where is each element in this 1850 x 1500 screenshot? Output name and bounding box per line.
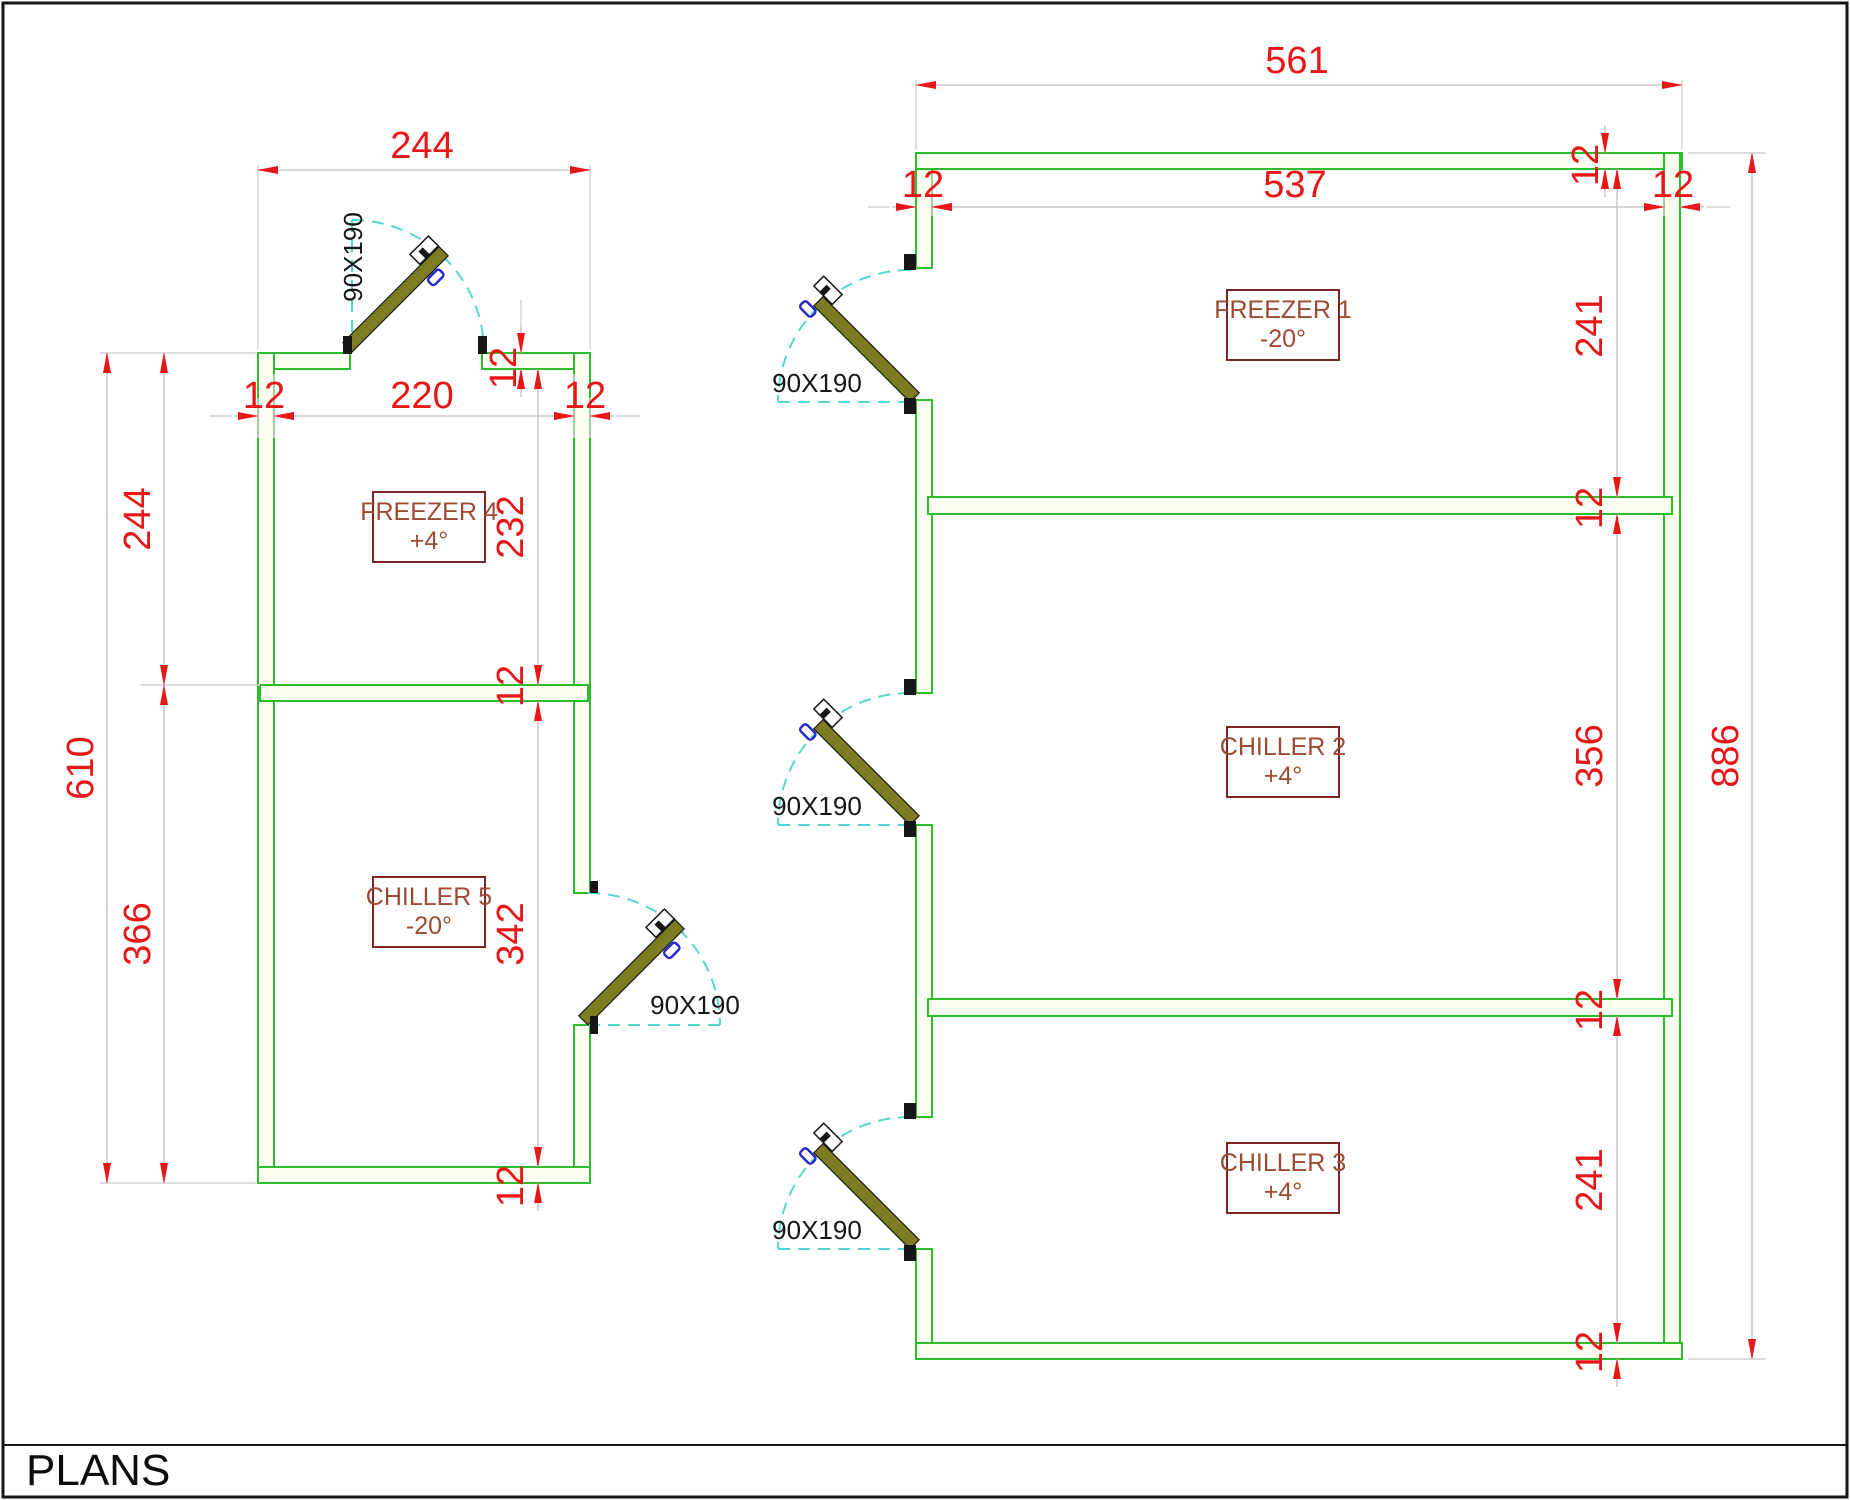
dim-lower-height: 366 <box>117 902 159 965</box>
door-closer-arm <box>819 284 831 296</box>
dim-wall-right: 12 <box>564 375 606 417</box>
room-label-freezer1: FREEZER 1 -20° <box>1214 289 1352 361</box>
door-size-label: 90X190 <box>772 791 862 821</box>
wall-top <box>915 152 1683 170</box>
room-name: CHILLER 2 <box>1220 733 1346 761</box>
room-label-chiller2: CHILLER 2 +4° <box>1220 726 1346 798</box>
dim-overall-width: 244 <box>390 125 453 167</box>
door-hinge <box>904 398 916 414</box>
dim-overall-height: 886 <box>1705 724 1747 787</box>
wall-bottom <box>257 1166 591 1184</box>
door-size-label: 90X190 <box>650 990 740 1020</box>
room-temp: -20° <box>1260 325 1306 353</box>
door-leaf <box>812 1142 921 1250</box>
door-freezer1: 90X190 <box>772 254 921 414</box>
door-size-label: 90X190 <box>772 368 862 398</box>
dim-wall-bottom: 12 <box>1569 1331 1611 1373</box>
wall-partition1 <box>927 496 1673 515</box>
door-closer-arm <box>819 1131 831 1143</box>
room-label-box <box>1226 726 1340 798</box>
dim-clear-width: 537 <box>1263 164 1326 206</box>
dim-partition-thickness: 12 <box>490 665 532 707</box>
door-handle <box>798 1147 817 1165</box>
room-label-box <box>1226 1142 1340 1214</box>
dim-partition2-thickness: 12 <box>1569 989 1611 1031</box>
room-temp: +4° <box>1264 1178 1303 1206</box>
dim-overall-height: 610 <box>60 736 102 799</box>
wall-left-stub3 <box>915 824 933 1118</box>
sheet-title: PLANS <box>26 1446 170 1495</box>
door-handle <box>426 268 445 287</box>
wall-left <box>257 352 275 1184</box>
dim-room1-depth: 241 <box>1569 294 1611 357</box>
wall-left-stub4 <box>915 1248 933 1344</box>
door-closer-arm <box>819 707 831 719</box>
door-freezer4: 90X190 <box>338 212 487 354</box>
door-strike <box>904 679 916 695</box>
wall-left-stub1 <box>915 168 933 269</box>
door-strike <box>904 1103 916 1119</box>
dim-room3-depth: 241 <box>1569 1148 1611 1211</box>
door-strike <box>904 254 916 270</box>
wall-bottom <box>915 1342 1683 1360</box>
door-leaf <box>812 718 921 826</box>
room-label-chiller3: CHILLER 3 +4° <box>1220 1142 1346 1214</box>
room-name: FREEZER 4 <box>360 498 498 526</box>
door-strike <box>590 881 598 893</box>
wall-right-lower <box>573 1024 591 1184</box>
door-closer-arm <box>418 247 430 259</box>
dim-wall-bottom: 12 <box>490 1165 532 1207</box>
dim-partition1-thickness: 12 <box>1569 487 1611 529</box>
door-leaf <box>812 295 921 403</box>
door-strike <box>478 336 487 354</box>
door-chiller3: 90X190 <box>772 1103 921 1261</box>
wall-right <box>1663 152 1681 1360</box>
room-name: CHILLER 3 <box>1220 1149 1346 1177</box>
wall-right-upper <box>573 352 591 894</box>
door-hinge <box>904 1245 916 1261</box>
door-chiller2: 90X190 <box>772 679 921 837</box>
door-size-label: 90X190 <box>338 212 368 302</box>
dim-wall-top: 12 <box>483 347 525 389</box>
wall-partition <box>259 684 589 702</box>
dim-room1-depth: 232 <box>490 495 532 558</box>
room-temp: -20° <box>406 912 452 940</box>
room-name: CHILLER 5 <box>366 883 492 911</box>
room-label-box <box>372 491 486 563</box>
door-handle <box>798 723 817 741</box>
wall-left-stub2 <box>915 399 933 694</box>
door-handle <box>798 300 817 318</box>
wall-partition2 <box>927 998 1673 1017</box>
dim-clear-width: 220 <box>390 375 453 417</box>
left-plan: 90X190 90X190 FREEZER 4 +4° CHILLER 5 <box>60 125 740 1211</box>
dim-wall-right: 12 <box>1652 164 1694 206</box>
dim-room2-depth: 342 <box>490 902 532 965</box>
dim-wall-left: 12 <box>243 375 285 417</box>
room-label-box <box>1226 289 1340 361</box>
door-closer-arm <box>654 920 666 932</box>
door-chiller5: 90X190 <box>577 881 740 1034</box>
door-handle <box>662 941 681 960</box>
room-label-freezer4: FREEZER 4 +4° <box>360 491 498 563</box>
door-leaf <box>577 918 686 1026</box>
door-size-label: 90X190 <box>772 1215 862 1245</box>
door-hinge <box>590 1016 598 1034</box>
dim-overall-width: 561 <box>1265 40 1328 82</box>
door-hinge <box>343 336 352 354</box>
dim-room2-depth: 356 <box>1569 724 1611 787</box>
door-hinge <box>904 821 916 837</box>
dim-wall-left: 12 <box>902 164 944 206</box>
room-label-box <box>372 876 486 948</box>
right-plan-dimensions: 561 12 537 12 12 241 12 356 12 <box>868 40 1766 1387</box>
room-temp: +4° <box>410 527 449 555</box>
dim-wall-top: 12 <box>1565 144 1607 186</box>
room-name: FREEZER 1 <box>1214 296 1352 324</box>
dim-upper-height: 244 <box>117 487 159 550</box>
room-temp: +4° <box>1264 762 1303 790</box>
right-plan: 90X190 90X190 <box>772 40 1766 1387</box>
room-label-chiller5: CHILLER 5 -20° <box>366 876 492 948</box>
left-plan-dimensions: 244 12 220 12 12 610 <box>60 125 640 1211</box>
